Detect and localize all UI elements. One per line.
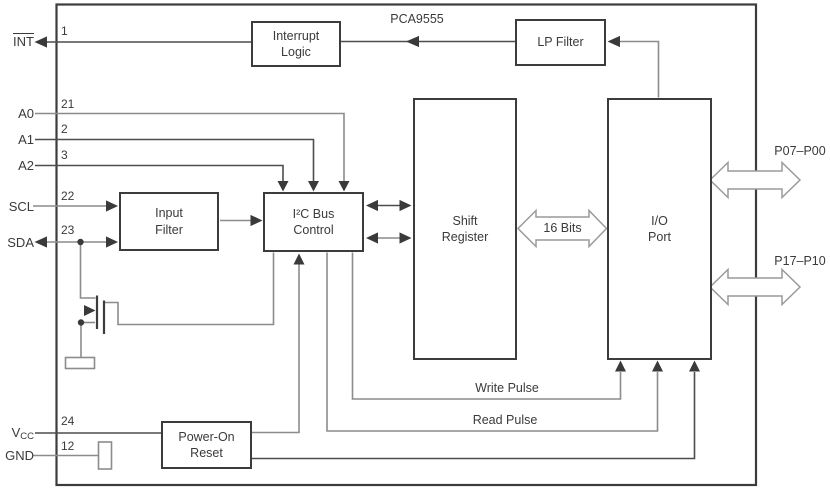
block-label: Input [155, 206, 183, 220]
pin-label-a1: A1 [18, 132, 34, 147]
block-label: Control [293, 223, 334, 237]
pin-label-sda: SDA [7, 235, 34, 250]
pin-label-vcc: VCC [11, 425, 34, 442]
block-label: Filter [155, 222, 183, 237]
block-label: Logic [281, 45, 311, 59]
block-label: Register [441, 230, 489, 244]
block-interrupt-logic: Interrupt Logic [251, 21, 341, 67]
gnd-pad-symbol [97, 441, 113, 470]
block-label: Reset [190, 446, 223, 460]
block-power-on-reset: Power-On Reset [161, 421, 252, 469]
dark-wires [35, 40, 696, 460]
pin-label-int: INT [13, 34, 34, 49]
pin-label-a0: A0 [18, 106, 34, 121]
block-lp-filter: LP Filter [515, 19, 606, 66]
block-label: Shift [452, 213, 478, 228]
chip-outline [55, 3, 758, 487]
block-shift-register: Shift Register [413, 98, 517, 360]
pin-number-sda: 23 [61, 223, 75, 237]
pin-number-a0: 21 [61, 97, 75, 111]
bus-16bits-arrow [516, 208, 608, 249]
bus-width-label: 16 Bits [543, 221, 582, 235]
pin-number-int: 1 [61, 24, 68, 38]
pin-label-gnd: GND [5, 448, 34, 463]
read-pulse-label: Read Pulse [472, 413, 538, 427]
block-label: I/O [651, 213, 668, 228]
port1-bus-arrow [708, 267, 802, 307]
block-io-port: I/O Port [607, 98, 712, 360]
block-i2c-bus-control: I²C Bus Control [263, 192, 364, 252]
pin-number-gnd: 12 [61, 439, 75, 453]
block-label: Interrupt [272, 28, 320, 43]
pin-label-a2: A2 [18, 158, 34, 173]
block-input-filter: Input Filter [119, 192, 219, 251]
sda-output-mosfet-symbol [64, 295, 106, 370]
block-label: Port [648, 230, 671, 244]
gray-wires [33, 40, 660, 457]
sda-junction-dot [77, 238, 84, 246]
port1-range-label: P17–P10 [774, 254, 826, 268]
pin-number-a2: 3 [61, 148, 68, 162]
arrowheads [34, 35, 700, 372]
pin-number-a1: 2 [61, 122, 68, 136]
block-label: Power-On [178, 429, 235, 444]
write-pulse-label: Write Pulse [475, 381, 539, 395]
part-number-label: PCA9555 [390, 12, 444, 26]
block-label: I²C Bus [292, 206, 335, 221]
pin-label-scl: SCL [8, 199, 34, 214]
port0-range-label: P07–P00 [774, 144, 826, 158]
pin-number-scl: 22 [61, 189, 75, 203]
port0-bus-arrow [708, 160, 802, 200]
bus-arrows [516, 160, 802, 307]
pin-number-vcc: 24 [61, 414, 75, 428]
block-label: LP Filter [537, 35, 584, 50]
